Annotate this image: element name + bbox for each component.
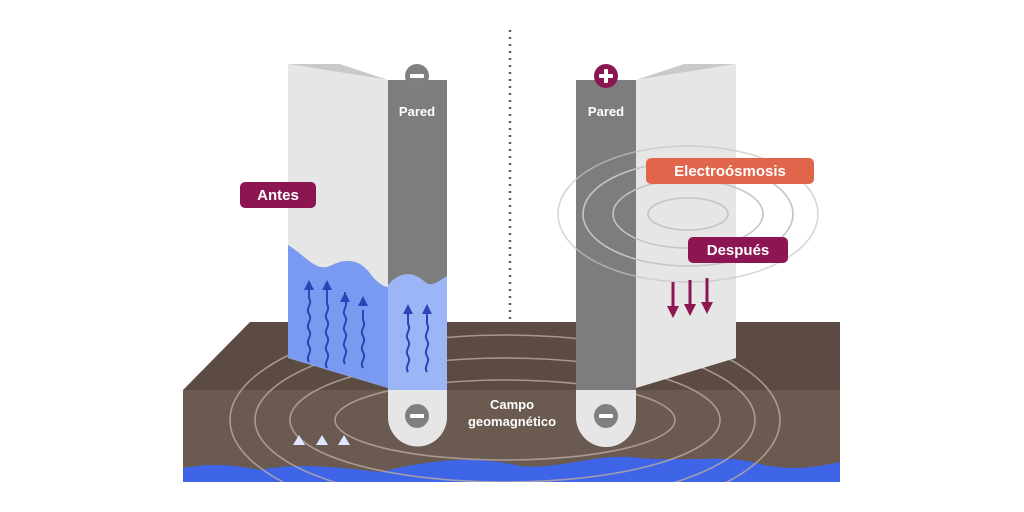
- left-wall: Pared: [288, 64, 447, 447]
- campo-label-line1: Campo: [490, 397, 534, 412]
- minus-icon: [594, 404, 618, 428]
- right-wall: Pared: [557, 64, 819, 447]
- groundwater-layer: [183, 456, 840, 482]
- svg-text:Antes: Antes: [257, 187, 299, 204]
- capillary-rise-arrows: [306, 284, 430, 373]
- right-wall-label: Pared: [588, 104, 624, 119]
- campo-label-line2: geomagnético: [468, 414, 556, 429]
- right-wall-side-panel: [636, 64, 736, 388]
- rising-water-arrows: [293, 435, 350, 466]
- downward-arrows: [671, 278, 709, 308]
- magnetic-field-rings: [229, 322, 781, 482]
- despues-badge: Después: [688, 237, 788, 263]
- svg-text:Electroósmosis: Electroósmosis: [674, 163, 786, 180]
- left-wall-water: [388, 274, 447, 390]
- electroosmosis-badge: Electroósmosis: [646, 158, 814, 184]
- left-wall-label: Pared: [399, 104, 435, 119]
- svg-text:Después: Después: [707, 242, 770, 259]
- antes-badge: Antes: [240, 182, 316, 208]
- plus-icon: [594, 64, 618, 88]
- right-wall-front: [576, 80, 636, 447]
- minus-icon: [405, 64, 429, 88]
- minus-icon: [405, 404, 429, 428]
